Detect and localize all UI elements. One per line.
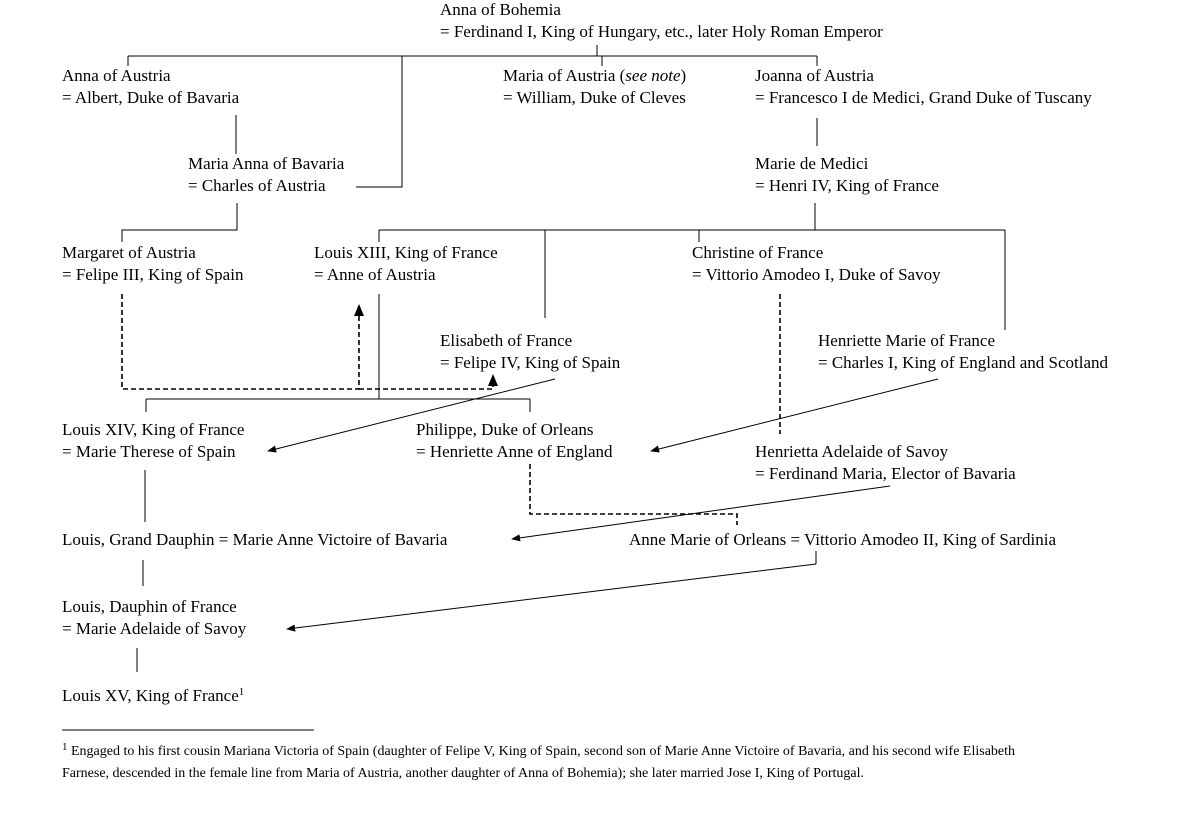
person-philippe-duke-of-orleans: Philippe, Duke of Orleans = Henriette An…	[416, 420, 613, 461]
person-maria-anna-of-bavaria: Maria Anna of Bavaria = Charles of Austr…	[188, 154, 345, 195]
person-spouse: = Marie Therese of Spain	[62, 442, 236, 461]
person-spouse: = Marie Adelaide of Savoy	[62, 619, 247, 638]
person-name: Henriette Marie of France	[818, 331, 995, 350]
line-to-charles-austria	[356, 56, 403, 188]
person-name: Henrietta Adelaide of Savoy	[755, 442, 949, 461]
arrowhead-up-elisabeth	[488, 374, 498, 386]
person-name: Maria Anna of Bavaria	[188, 154, 345, 173]
person-louis-xiv: Louis XIV, King of France = Marie Theres…	[62, 420, 244, 461]
person-anna-of-bohemia: Anna of Bohemia = Ferdinand I, King of H…	[440, 0, 883, 41]
person-spouse: = Albert, Duke of Bavaria	[62, 88, 240, 107]
person-spouse: = Henri IV, King of France	[755, 176, 939, 195]
person-marie-de-medici: Marie de Medici = Henri IV, King of Fran…	[755, 154, 939, 195]
person-name: Louis XIII, King of France	[314, 243, 498, 262]
marriage-arrows	[267, 378, 939, 632]
person-anne-marie-of-orleans: Anne Marie of Orleans = Vittorio Amodeo …	[629, 530, 1056, 549]
person-christine-of-france: Christine of France = Vittorio Amodeo I,…	[692, 243, 941, 284]
person-couple-line: Louis, Grand Dauphin = Marie Anne Victoi…	[62, 530, 448, 549]
person-spouse: = Francesco I de Medici, Grand Duke of T…	[755, 88, 1092, 107]
person-spouse: = Felipe IV, King of Spain	[440, 353, 621, 372]
person-couple-line: Anne Marie of Orleans = Vittorio Amodeo …	[629, 530, 1056, 549]
person-spouse: = Charles I, King of England and Scotlan…	[818, 353, 1109, 372]
footnote-text-1: Engaged to his first cousin Mariana Vict…	[68, 744, 1016, 759]
person-joanna-of-austria: Joanna of Austria = Francesco I de Medic…	[755, 66, 1092, 107]
person-name: Louis, Dauphin of France	[62, 597, 237, 616]
person-name: Louis XIV, King of France	[62, 420, 244, 439]
arrow-ferdinand-maria-to-marie-anne	[511, 485, 891, 542]
person-louis-xv: Louis XV, King of France1	[62, 686, 244, 705]
footnote-number: 1	[62, 741, 68, 753]
person-spouse: = Felipe III, King of Spain	[62, 265, 244, 284]
person-louis-dauphin-of-france: Louis, Dauphin of France = Marie Adelaid…	[62, 597, 247, 638]
person-spouse: = Charles of Austria	[188, 176, 326, 195]
arrow-sardinia-to-marie-adelaide	[286, 563, 817, 632]
person-name-text: Louis XV, King of France	[62, 686, 239, 705]
person-anna-of-austria: Anna of Austria = Albert, Duke of Bavari…	[62, 66, 240, 107]
person-name: Maria of Austria (see note)	[503, 66, 686, 85]
person-spouse: = Henriette Anne of England	[416, 442, 613, 461]
dashed-connectors	[121, 294, 781, 525]
person-spouse: = Ferdinand Maria, Elector of Bavaria	[755, 464, 1016, 483]
arrowhead-up-anne-austria	[354, 304, 364, 316]
name-part: Maria of Austria (	[503, 66, 626, 85]
person-spouse: = William, Duke of Cleves	[503, 88, 686, 107]
footnote-marker: 1	[239, 686, 245, 698]
name-part-end: )	[681, 66, 687, 85]
person-name: Philippe, Duke of Orleans	[416, 420, 594, 439]
footnote-line-2: Farnese, descended in the female line fr…	[62, 766, 864, 781]
person-louis-xiii: Louis XIII, King of France = Anne of Aus…	[314, 243, 498, 284]
line-maria-anna-child	[121, 203, 238, 242]
person-name: Anna of Austria	[62, 66, 171, 85]
dashed-philippe-to-anne-marie	[529, 464, 738, 525]
person-spouse: = Anne of Austria	[314, 265, 436, 284]
person-name: Elisabeth of France	[440, 331, 572, 350]
dashed-to-elisabeth	[359, 378, 494, 390]
connector-lines	[121, 45, 1006, 672]
person-henrietta-adelaide-of-savoy: Henrietta Adelaide of Savoy = Ferdinand …	[755, 442, 1016, 483]
person-maria-of-austria: Maria of Austria (see note) = William, D…	[503, 66, 686, 107]
person-name: Marie de Medici	[755, 154, 869, 173]
person-spouse: = Ferdinand I, King of Hungary, etc., la…	[440, 22, 883, 41]
person-henriette-marie-of-france: Henriette Marie of France = Charles I, K…	[818, 331, 1109, 372]
person-elisabeth-of-france: Elisabeth of France = Felipe IV, King of…	[440, 331, 621, 372]
person-name: Christine of France	[692, 243, 823, 262]
person-margaret-of-austria: Margaret of Austria = Felipe III, King o…	[62, 243, 244, 284]
arrow-felipe-iv-to-marie-therese	[267, 378, 556, 453]
see-note-label: see note	[625, 66, 681, 85]
person-spouse: = Vittorio Amodeo I, Duke of Savoy	[692, 265, 941, 284]
person-name: Anna of Bohemia	[440, 0, 561, 19]
person-name: Joanna of Austria	[755, 66, 874, 85]
dashed-margaret-to-anne	[121, 294, 360, 390]
arrow-charles-i-to-henriette-anne	[650, 378, 939, 453]
footnote-line-1: 1 Engaged to his first cousin Mariana Vi…	[62, 741, 1015, 759]
dashed-arrowheads	[354, 304, 498, 386]
footnote: 1 Engaged to his first cousin Mariana Vi…	[62, 741, 1015, 781]
person-name: Louis XV, King of France1	[62, 686, 244, 705]
person-name: Margaret of Austria	[62, 243, 196, 262]
person-grand-dauphin: Louis, Grand Dauphin = Marie Anne Victoi…	[62, 530, 448, 549]
